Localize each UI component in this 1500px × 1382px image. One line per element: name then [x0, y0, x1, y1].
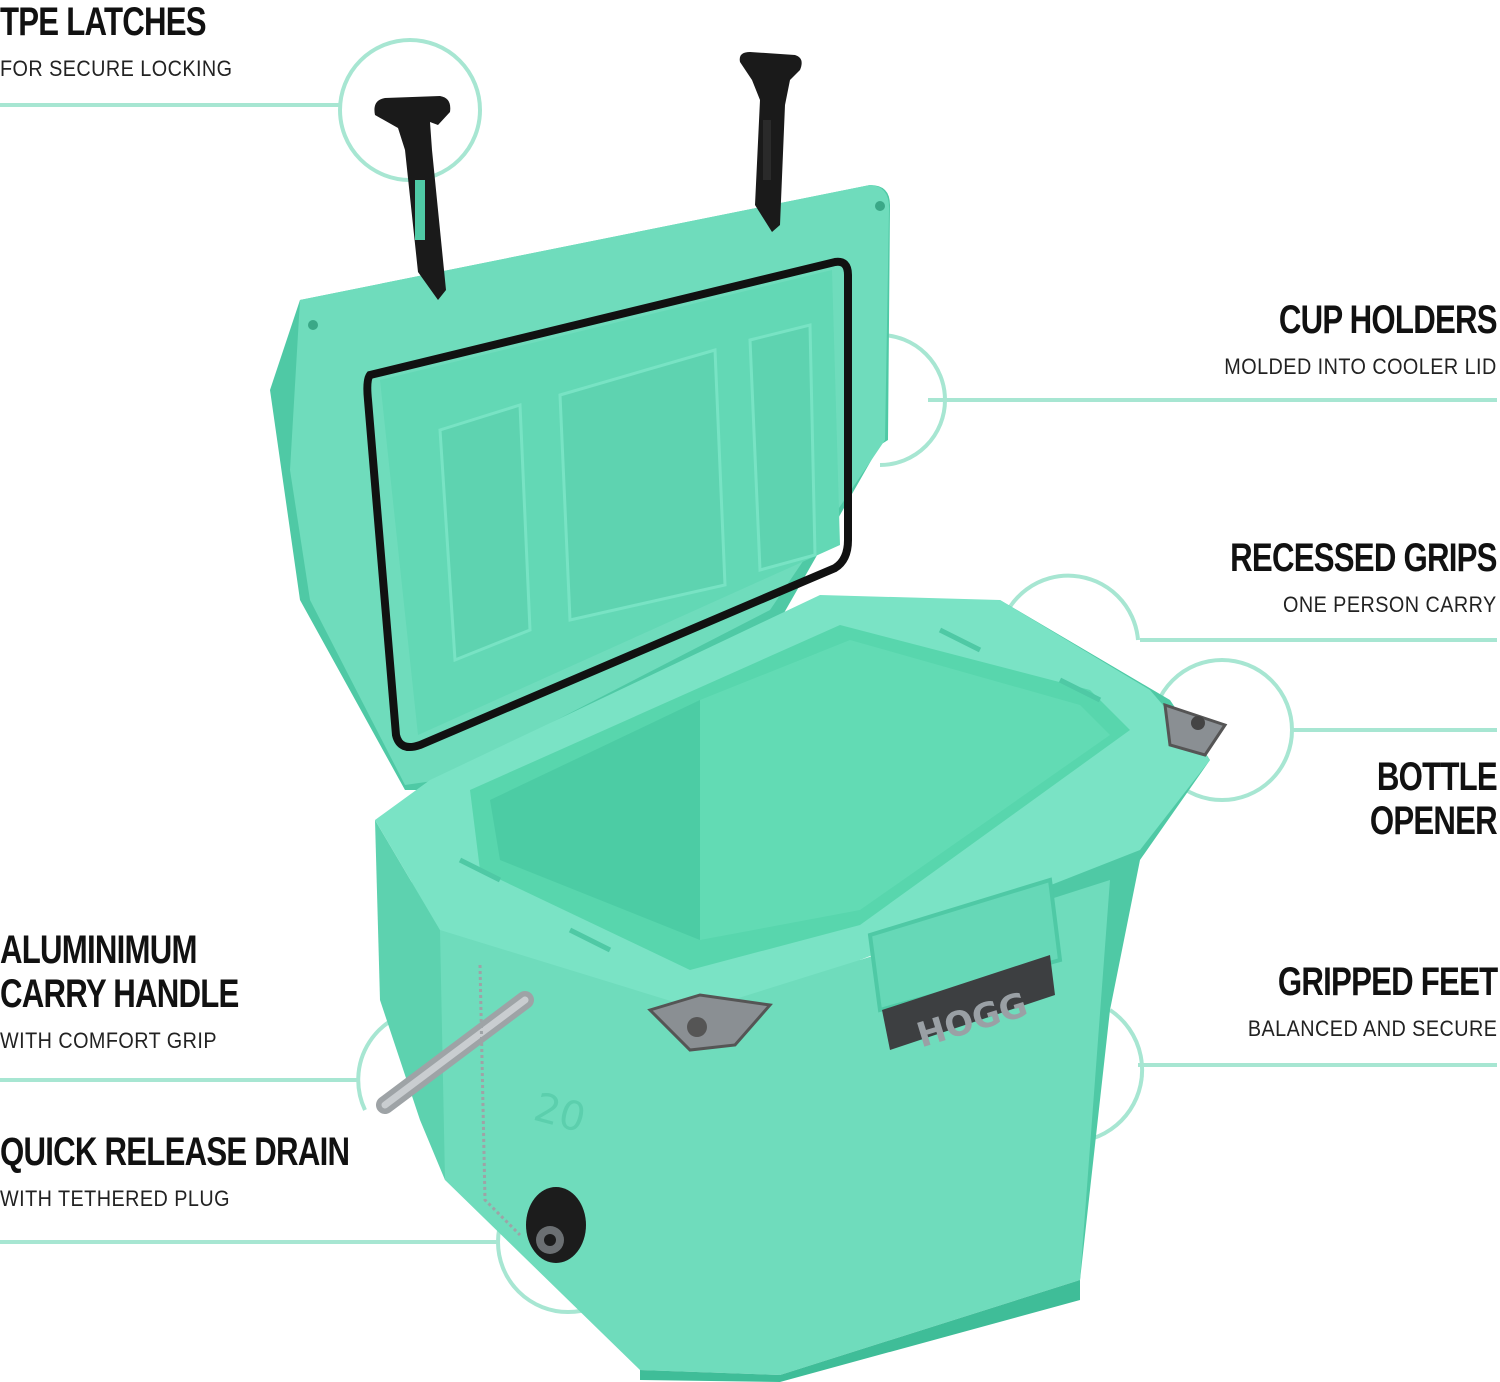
drain-plug-icon: [526, 1187, 586, 1263]
callout-title: ALUMINIMUM CARRY HANDLE: [0, 928, 239, 1016]
callout-title: BOTTLE OPENER: [1369, 755, 1498, 843]
callout-title-line: OPENER: [1369, 799, 1498, 843]
callout-subtitle: WITH TETHERED PLUG: [0, 1186, 230, 1211]
handle-icon: [376, 964, 534, 1237]
callout-bottle-opener: BOTTLE OPENER: [1334, 755, 1498, 843]
callout-title-line: ALUMINIMUM: [0, 928, 197, 972]
callout-subtitle: WITH COMFORT GRIP: [0, 1028, 218, 1053]
callout-carry-handle: ALUMINIMUM CARRY HANDLE WITH COMFORT GRI…: [0, 928, 306, 1054]
callout-subtitle: BALANCED AND SECURE: [1247, 1016, 1497, 1041]
callout-gripped-feet: GRIPPED FEET BALANCED AND SECURE: [1216, 960, 1497, 1042]
cooler-body: HOGG 20: [375, 595, 1228, 1382]
callout-title: GRIPPED FEET: [1277, 960, 1498, 1004]
callout-title: CUP HOLDERS: [1279, 298, 1498, 342]
recessed-grips-arc: [998, 573, 1140, 641]
callout-recessed-grips: RECESSED GRIPS ONE PERSON CARRY: [1155, 536, 1498, 618]
callout-title: TPE LATCHES: [0, 0, 207, 44]
callout-title-line: CARRY HANDLE: [0, 972, 239, 1016]
cup-holders-arc: [879, 333, 947, 467]
callout-tpe-latches: TPE LATCHES FOR SECURE LOCKING: [0, 0, 264, 82]
callout-title: RECESSED GRIPS: [1230, 536, 1498, 580]
latch-icon: [374, 52, 802, 300]
callout-title: QUICK RELEASE DRAIN: [0, 1130, 350, 1174]
callout-subtitle: FOR SECURE LOCKING: [0, 56, 233, 81]
callout-cup-holders: CUP HOLDERS MOLDED INTO COOLER LID: [1194, 298, 1498, 380]
callout-drain: QUICK RELEASE DRAIN WITH TETHERED PLUG: [0, 1130, 448, 1212]
callout-subtitle: MOLDED INTO COOLER LID: [1224, 354, 1497, 379]
callout-title-line: BOTTLE: [1376, 755, 1498, 799]
callout-subtitle: ONE PERSON CARRY: [1283, 592, 1497, 617]
